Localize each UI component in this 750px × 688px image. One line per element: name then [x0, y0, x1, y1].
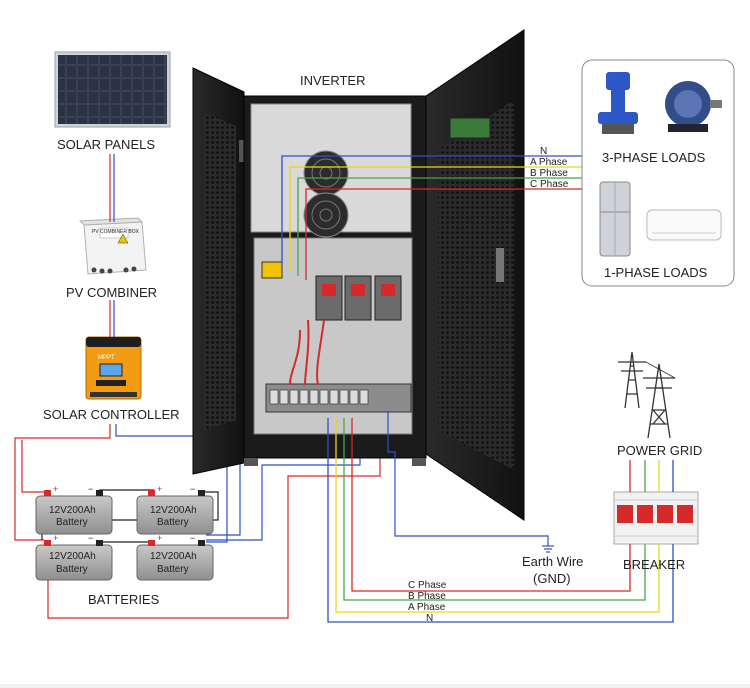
battery-4-line1: 12V200Ah — [150, 551, 197, 562]
battery-3-positive-terminal: + — [53, 533, 59, 543]
solar-panels-label: SOLAR PANELS — [57, 137, 156, 152]
grid-wire-n-label: N — [426, 613, 434, 624]
load-wire-b-label: B Phase — [530, 168, 568, 179]
power-grid-label: POWER GRID — [617, 443, 703, 458]
inverter-label: INVERTER — [300, 73, 366, 88]
battery-3-line2: Battery — [56, 564, 88, 575]
three-phase-loads-label: 3-PHASE LOADS — [602, 150, 706, 165]
battery-2-negative-terminal: − — [190, 484, 196, 494]
battery-2-positive-terminal: + — [157, 484, 163, 494]
battery-4-line2: Battery — [157, 564, 189, 575]
battery-4-negative-terminal: − — [190, 533, 196, 543]
earth-wire-label: Earth Wire — [522, 554, 584, 569]
controller-brand-text: MPPT — [98, 355, 115, 361]
motor-icon — [665, 81, 722, 132]
solar-controller-image — [85, 336, 142, 400]
battery-1-positive-terminal: + — [53, 484, 59, 494]
gnd-label: (GND) — [533, 571, 571, 586]
power-grid-tower-icon — [618, 351, 676, 439]
pv-wires — [109, 154, 115, 337]
pv-combiner-label: PV COMBINER — [66, 285, 158, 300]
pump-motor-icon — [598, 72, 638, 134]
grid-wire-b-label: B Phase — [408, 591, 446, 602]
battery-3-line1: 12V200Ah — [49, 551, 96, 562]
ground-icon — [542, 545, 554, 553]
batteries-label: BATTERIES — [88, 592, 160, 607]
battery-1-line1: 12V200Ah — [49, 505, 96, 516]
battery-bank — [35, 490, 214, 581]
battery-3-negative-terminal: − — [88, 533, 94, 543]
load-wire-a-label: A Phase — [530, 157, 568, 168]
combiner-box-text: PV COMBINER BOX — [92, 229, 139, 235]
battery-2-line2: Battery — [157, 517, 189, 528]
battery-2-line1: 12V200Ah — [150, 505, 197, 516]
grid-wire-c-label: C Phase — [408, 580, 447, 591]
grid-to-breaker-wires — [629, 460, 674, 492]
one-phase-loads-label: 1-PHASE LOADS — [604, 265, 708, 280]
solar-controller-label: SOLAR CONTROLLER — [43, 407, 180, 422]
battery-4-positive-terminal: + — [157, 533, 163, 543]
breaker-image — [613, 491, 699, 545]
earth-wire — [387, 412, 549, 546]
pv-combiner-image — [78, 217, 147, 275]
battery-1-line2: Battery — [56, 517, 88, 528]
breaker-label: BREAKER — [623, 557, 686, 572]
load-wire-c-label: C Phase — [530, 179, 569, 190]
grid-wires — [327, 418, 674, 623]
battery-1-negative-terminal: − — [88, 484, 94, 494]
load-wires — [281, 155, 598, 280]
solar-panel-image — [54, 51, 171, 128]
grid-wire-a-label: A Phase — [408, 602, 446, 613]
air-conditioner-icon — [646, 209, 722, 241]
refrigerator-icon — [599, 181, 631, 257]
load-wire-n-label: N — [540, 146, 548, 157]
inverter-cabinet — [192, 29, 525, 521]
